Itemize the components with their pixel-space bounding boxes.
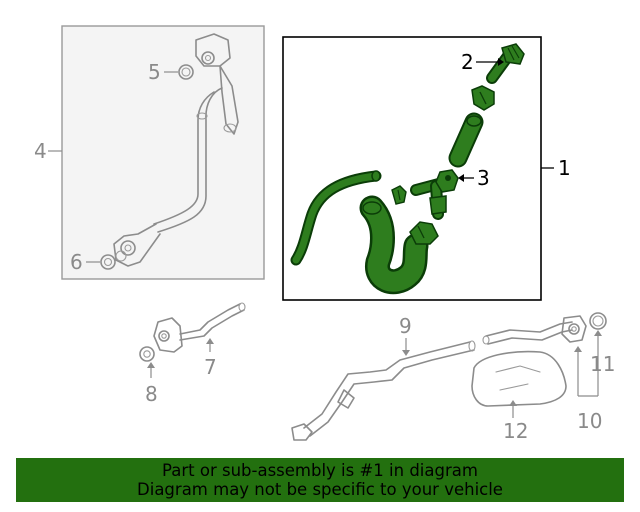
- callout-12: 12: [503, 419, 528, 443]
- callout-6: 6: [70, 250, 83, 274]
- callout-5: 5: [148, 60, 161, 84]
- callout-8: 8: [145, 382, 158, 406]
- callout-7: 7: [204, 355, 217, 379]
- part-9-group: [291, 340, 476, 441]
- callout-11: 11: [590, 352, 615, 376]
- callout-1: 1: [558, 156, 571, 180]
- part-4-group: [61, 25, 265, 280]
- callout-3: 3: [477, 166, 490, 190]
- part-1-group: [282, 36, 542, 301]
- part-12-group: [471, 350, 567, 407]
- callout-10: 10: [577, 409, 602, 433]
- callout-9: 9: [399, 314, 412, 338]
- part-7-8-group: [139, 302, 246, 362]
- part-10-11-group: [482, 312, 607, 345]
- callout-2: 2: [461, 50, 474, 74]
- banner-line-2: Diagram may not be specific to your vehi…: [137, 480, 503, 499]
- callout-4: 4: [34, 139, 47, 163]
- banner-line-1: Part or sub-assembly is #1 in diagram: [162, 461, 478, 480]
- notice-banner: Part or sub-assembly is #1 in diagram Di…: [16, 458, 624, 502]
